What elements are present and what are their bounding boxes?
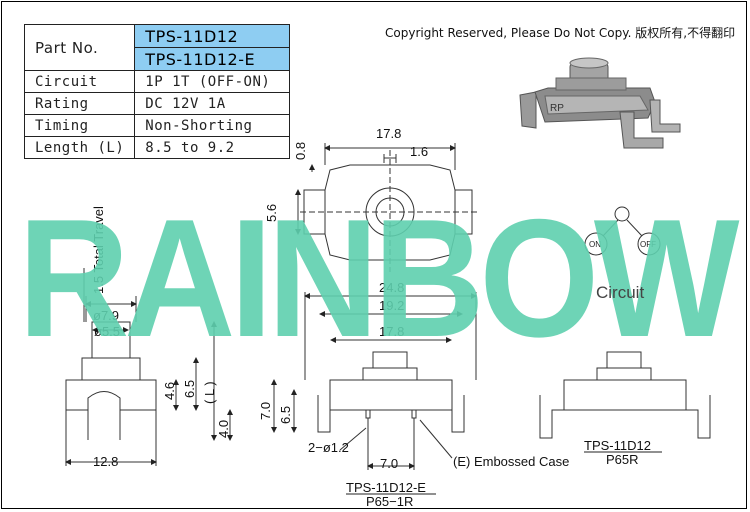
timing-value: Non-Shorting (134, 114, 291, 137)
dim-inner-diameter: ø5.5 (94, 324, 120, 339)
dim-outer-diameter: ø7.9 (93, 308, 119, 323)
dim-side-h1: 4.6 (162, 382, 177, 400)
dim-side-width: 12.8 (93, 454, 118, 469)
spec-table: Part No. TPS-11D12 TPS-11D12-E Circuit 1… (23, 24, 291, 159)
dim-side-h3: 4.0 (216, 420, 231, 438)
front-view (539, 351, 711, 439)
product-label: RP (550, 103, 564, 114)
dim-top-width: 17.8 (376, 126, 401, 141)
dim-side-l: ( L ) (202, 381, 217, 404)
dim-width-inner: 17.8 (379, 324, 404, 339)
dim-width-mid: 19.2 (379, 298, 404, 313)
dim-height-body: 6.5 (278, 406, 293, 424)
part-number-1: TPS-11D12 (134, 24, 291, 48)
circuit-off-label: OFF (640, 240, 656, 249)
side-view (65, 268, 233, 466)
circuit-value: 1P 1T (OFF-ON) (134, 70, 291, 93)
front-view-e (271, 292, 477, 470)
circuit-caption: Circuit (596, 283, 644, 302)
part-no-label: Part No. (23, 24, 136, 71)
circuit-diagram (584, 206, 661, 256)
dim-pin-diameter: 2−ø1.2 (308, 440, 349, 455)
dim-pin-pitch: 7.0 (380, 456, 398, 471)
copyright-notice: Copyright Reserved, Please Do Not Copy. … (385, 26, 736, 40)
length-label: Length (L) (23, 136, 136, 159)
code-label: P65R (606, 452, 639, 467)
timing-label: Timing (23, 114, 136, 137)
dim-width-total: 24.8 (379, 280, 404, 295)
dim-top-notch: 0.8 (293, 142, 308, 160)
length-value: 8.5 to 9.2 (134, 136, 291, 159)
part-number-2: TPS-11D12-E (134, 47, 291, 71)
model-e-label: TPS-11D12-E (346, 480, 426, 495)
dim-total-travel: 1.5 Total Travel (91, 206, 106, 294)
model-label: TPS-11D12 (584, 438, 651, 453)
dim-top-gap: 1.6 (410, 144, 428, 159)
dim-height-total: 7.0 (258, 402, 273, 420)
embossed-case-label: (E) Embossed Case (453, 454, 569, 469)
watermark: RAINBOW (18, 184, 740, 372)
top-view (295, 143, 480, 272)
rating-label: Rating (23, 92, 136, 115)
code-e-label: P65−1R (366, 494, 413, 509)
dim-side-h2: 6.5 (182, 380, 197, 398)
dim-top-height: 5.6 (264, 204, 279, 222)
circuit-label: Circuit (23, 70, 136, 93)
circuit-on-label: ON (589, 240, 601, 249)
product-3d-image: RP (519, 57, 681, 149)
